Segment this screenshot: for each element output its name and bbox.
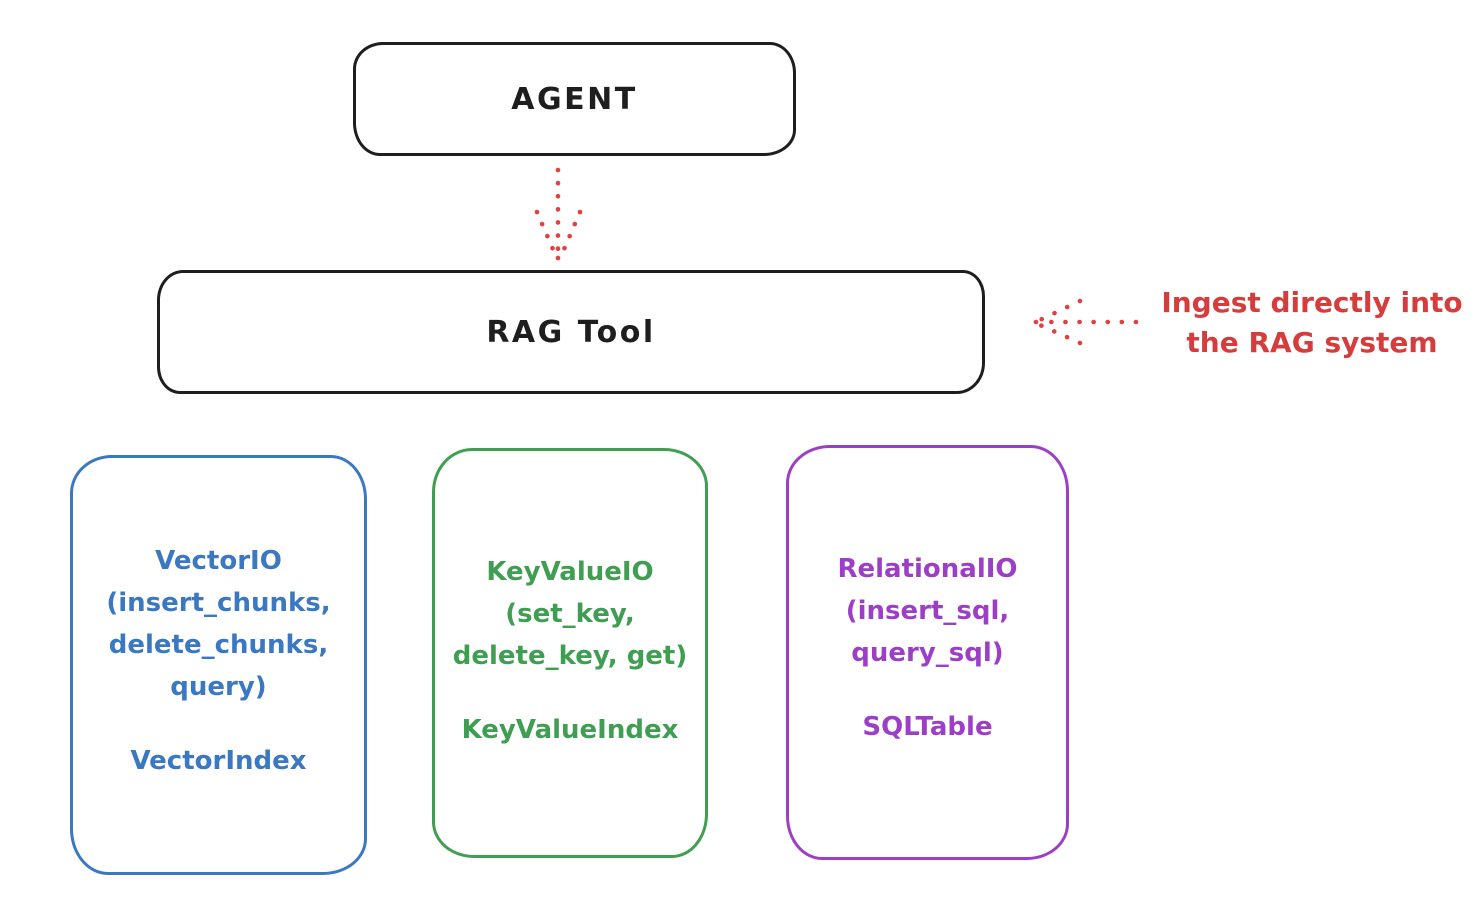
agent-label: AGENT [511,81,638,117]
relational-io-line: RelationalIO [837,554,1018,584]
keyvalue-io-node: KeyValueIO (set_key, delete_key, get) Ke… [432,448,708,858]
sql-table-label: SQLTable [862,712,993,742]
agent-node: AGENT [353,42,796,156]
keyvalue-io-line: (set_key, [505,599,635,629]
relational-io-line: query_sql) [851,638,1004,668]
rag-tool-label: RAG Tool [486,314,656,350]
vector-io-line: query) [170,672,267,702]
keyvalue-index-label: KeyValueIndex [461,715,679,745]
vector-io-line: delete_chunks, [108,630,329,660]
keyvalue-io-line: delete_key, get) [452,641,688,671]
ingest-annotation-line2: the RAG system [1186,326,1438,359]
vector-index-label: VectorIndex [130,746,307,776]
relational-io-node: RelationalIO (insert_sql, query_sql) SQL… [786,445,1069,860]
ingest-annotation: Ingest directly into the RAG system [1140,283,1484,363]
keyvalue-io-line: KeyValueIO [486,557,654,587]
vector-io-line: (insert_chunks, [106,588,331,618]
ingest-annotation-line1: Ingest directly into [1161,286,1463,319]
vector-io-node: VectorIO (insert_chunks, delete_chunks, … [70,455,367,875]
rag-tool-node: RAG Tool [157,270,985,394]
relational-io-line: (insert_sql, [845,596,1010,626]
vector-io-line: VectorIO [155,546,282,576]
